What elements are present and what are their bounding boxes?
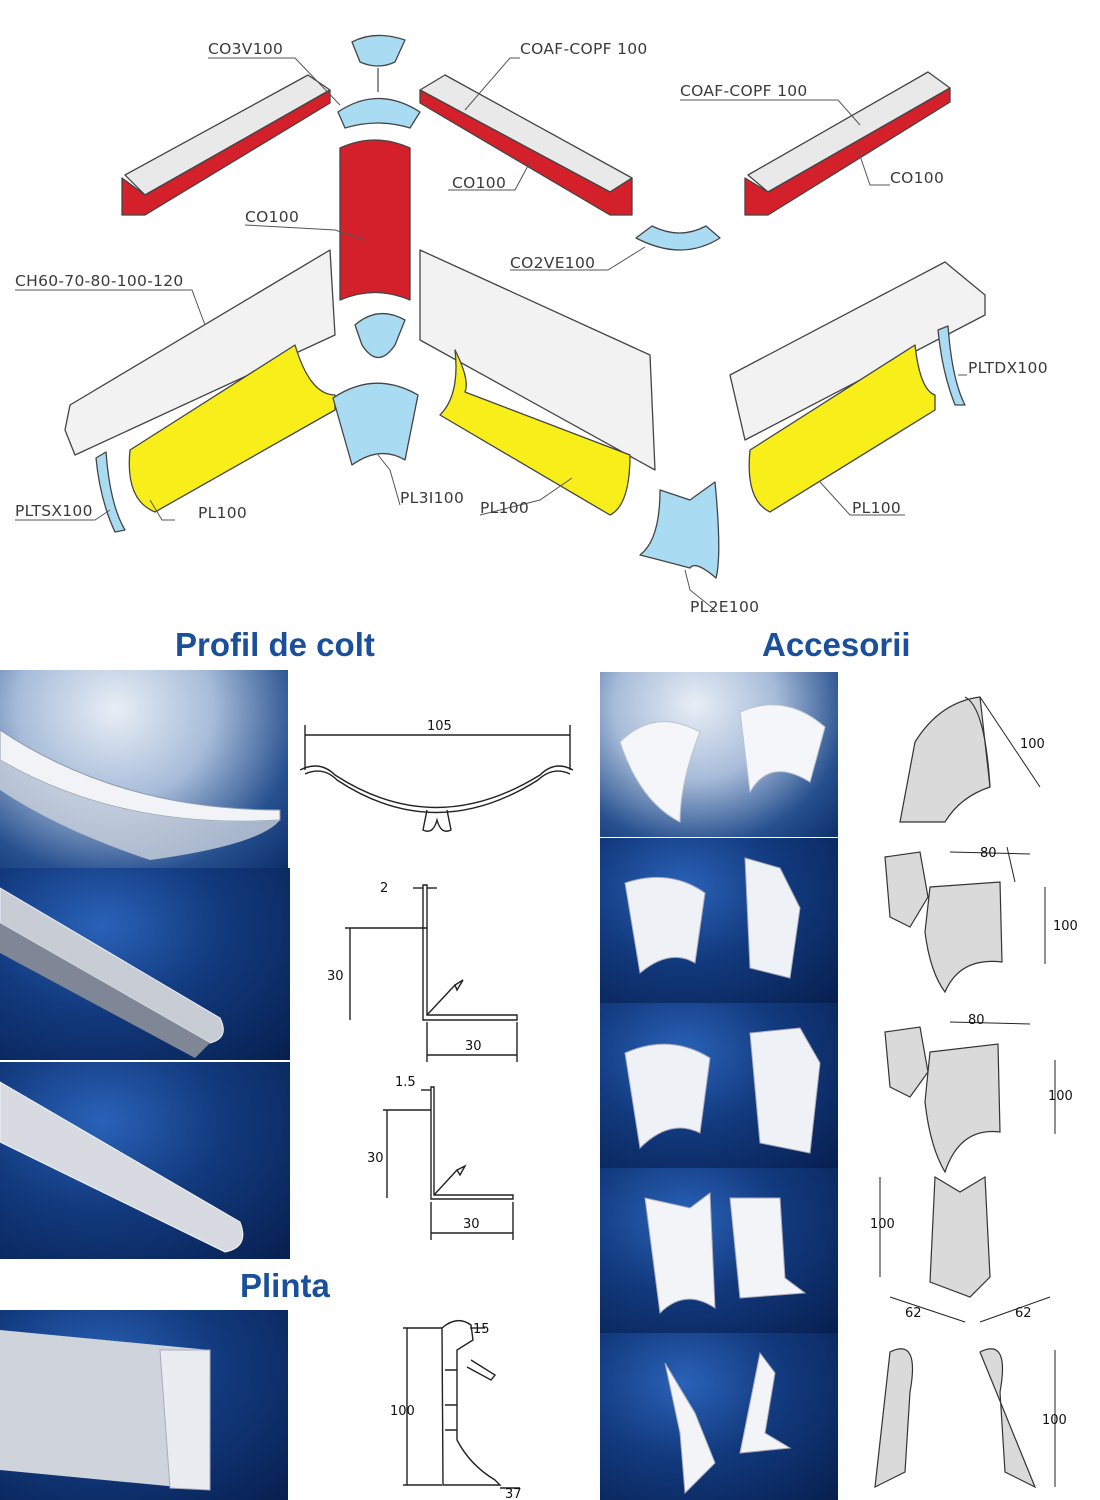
title-accesorii: Accesorii (762, 626, 911, 663)
dim-plinta-top: 15 (473, 1322, 490, 1337)
label-coaf-2: COAF-COPF 100 (680, 82, 808, 100)
dim-p3-width: 30 (463, 1217, 480, 1232)
photo-plinta (0, 1310, 288, 1500)
co100-profile-left (121, 89, 331, 216)
label-pl3i100: PL3I100 (400, 489, 464, 507)
pl3i100-clip (354, 313, 406, 359)
co3v100-cap-bottom (337, 97, 421, 129)
dim-a3-width: 80 (968, 1013, 985, 1028)
label-pl2e100: PL2E100 (690, 598, 759, 616)
dim-p1-width: 105 (427, 719, 452, 734)
label-co100-b: CO100 (890, 169, 944, 187)
label-co100-c: CO100 (245, 208, 299, 226)
label-co100-a: CO100 (452, 174, 506, 192)
pl100-middle (439, 349, 631, 516)
dim-a2-width: 80 (980, 846, 997, 861)
pltsx100-piece (95, 451, 126, 533)
label-co3v100: CO3V100 (208, 40, 283, 58)
label-ch: CH60-70-80-100-120 (15, 272, 184, 290)
ch-profile-left (64, 249, 336, 456)
photo-profile-1 (0, 670, 288, 868)
ch-profile-middle (419, 249, 656, 471)
co100-vertical (339, 139, 411, 301)
dim-a1-height: 100 (1020, 737, 1045, 752)
label-pltdx100: PLTDX100 (968, 359, 1048, 377)
pltdx100-piece (937, 325, 966, 406)
dim-plinta-height: 100 (390, 1404, 415, 1419)
dim-a2-height: 100 (1053, 919, 1078, 934)
dim-plinta-bottom: 37 (505, 1487, 522, 1500)
dim-p2-height: 30 (327, 969, 344, 984)
dim-p2-width: 30 (465, 1039, 482, 1054)
photo-accessory-3 (600, 1003, 838, 1168)
accessory-drawings: 100 80 100 80 100 100 62 62 100 (870, 696, 1078, 1489)
dim-p3-height: 30 (367, 1151, 384, 1166)
dim-p3-thickness: 1.5 (395, 1075, 416, 1090)
label-coaf-1: COAF-COPF 100 (520, 40, 648, 58)
photo-accessory-5 (600, 1333, 838, 1500)
photo-accessory-1 (600, 672, 838, 837)
title-plinta: Plinta (240, 1267, 330, 1304)
photo-accessory-4 (600, 1168, 838, 1333)
label-pl100-a: PL100 (198, 504, 247, 522)
exploded-diagram: CO3V100 COAF-COPF 100 COAF-COPF 100 CO10… (15, 34, 1048, 616)
label-co2ve100: CO2VE100 (510, 254, 595, 272)
dim-a4-width-left: 62 (905, 1306, 922, 1321)
dim-a4-height: 100 (870, 1217, 895, 1232)
co3v100-cap-top (351, 34, 406, 67)
label-pl100-b: PL100 (480, 499, 529, 517)
co100-profile-right (744, 87, 951, 216)
photo-profile-3 (0, 1062, 290, 1259)
photo-profile-2 (0, 868, 290, 1060)
dim-a5-height: 100 (1042, 1413, 1067, 1428)
label-pltsx100: PLTSX100 (15, 502, 93, 520)
label-pl100-c: PL100 (852, 499, 901, 517)
dim-p2-thickness: 2 (380, 881, 388, 896)
pl100-right (748, 344, 936, 513)
dim-a3-height: 100 (1048, 1089, 1073, 1104)
co100-profile-middle (419, 89, 633, 216)
co2ve100-piece (635, 225, 721, 251)
dim-a4-width-right: 62 (1015, 1306, 1032, 1321)
profile-drawings: 105 2 30 30 1.5 30 30 100 15 37 (299, 719, 574, 1500)
pl2e100-piece (639, 481, 720, 579)
coaf-strip-left (124, 74, 331, 196)
pl3i100-piece (332, 382, 419, 466)
photo-accessory-2 (600, 838, 838, 1003)
ch-profile-right (729, 261, 986, 441)
title-profil-de-colt: Profil de colt (175, 626, 375, 663)
